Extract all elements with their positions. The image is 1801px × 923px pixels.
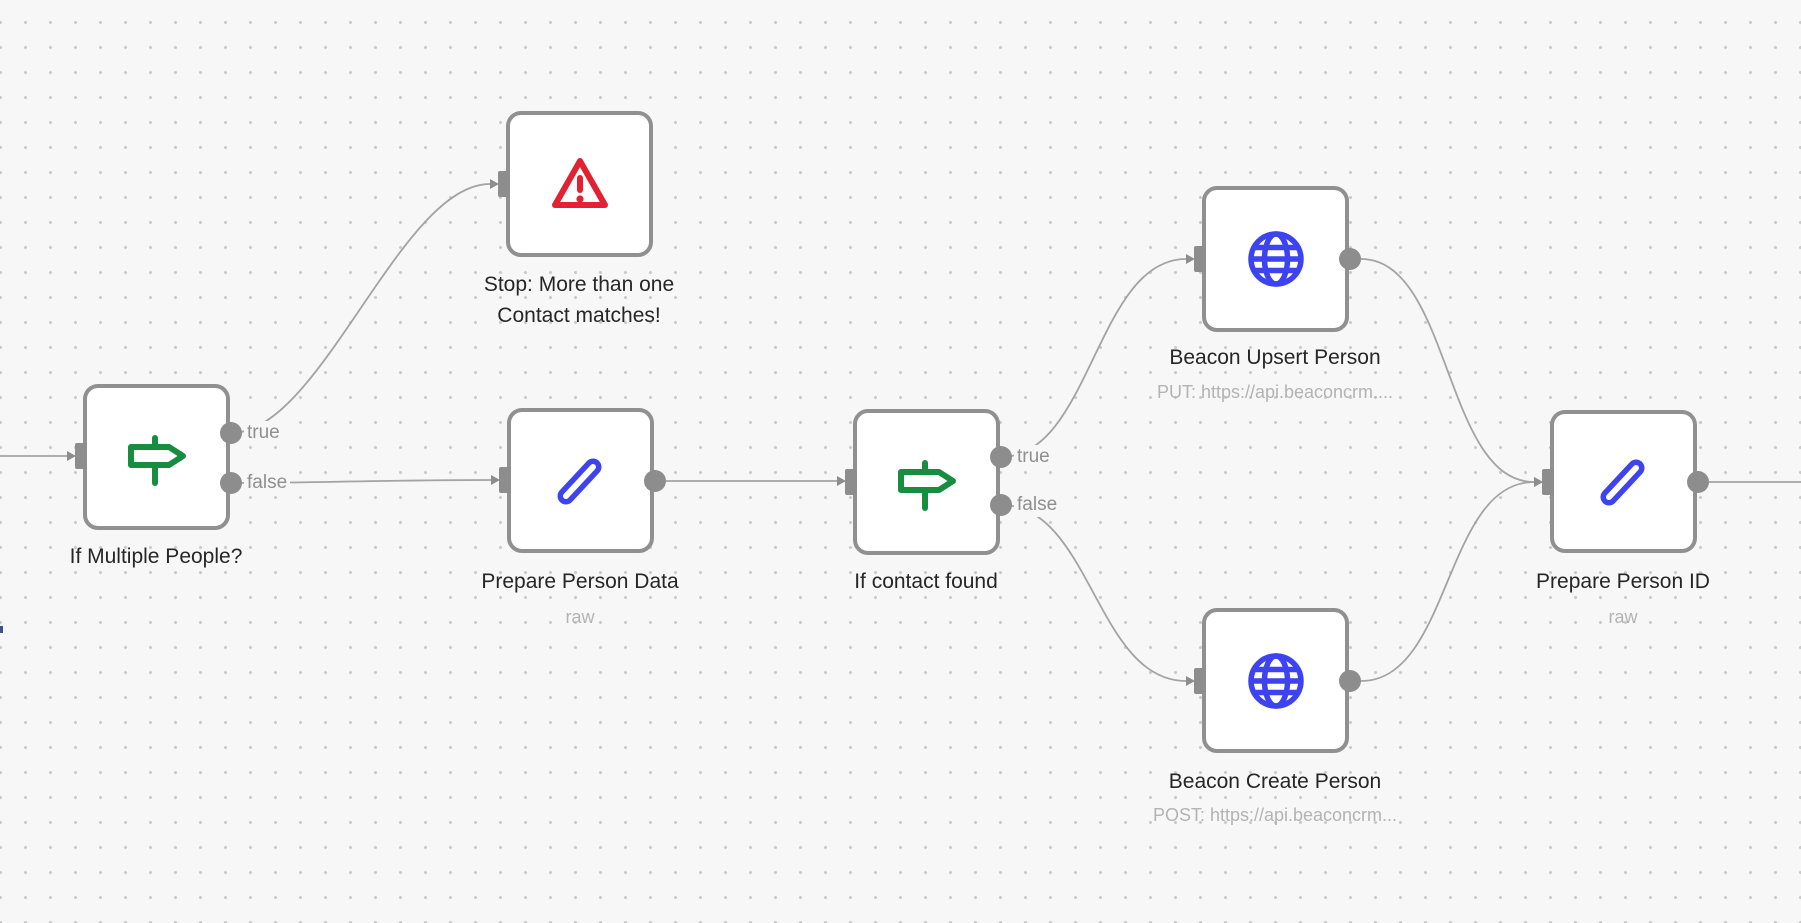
node-subtitle: raw (1608, 607, 1638, 627)
input-port[interactable] (498, 171, 510, 197)
node-title: Stop: More than one Contact matches! (483, 273, 675, 327)
globe-http-icon (1244, 649, 1308, 713)
offscreen-node-edge (0, 626, 3, 633)
output-port-false[interactable] (220, 472, 242, 494)
output-port-true[interactable] (220, 422, 242, 444)
input-port[interactable] (75, 443, 87, 469)
node-subtitle: POST: https://api.beaconcrm... (1152, 805, 1398, 825)
output-label-false: false (1014, 493, 1061, 517)
pen-edit-icon (1592, 450, 1656, 514)
node-title: Prepare Person Data (481, 570, 679, 593)
node-title: If Multiple People? (69, 545, 243, 568)
output-label-true: true (1014, 445, 1053, 469)
connection-if-contact-false-to-create[interactable] (1000, 504, 1195, 686)
node-title: Beacon Create Person (1168, 770, 1382, 793)
output-port-true[interactable] (990, 446, 1012, 468)
connection-if-contact-true-to-upsert[interactable] (1000, 254, 1195, 458)
input-port[interactable] (1542, 469, 1554, 495)
node-subtitle: PUT: https://api.beaconcrm.... (1156, 382, 1394, 402)
node-title: Beacon Upsert Person (1169, 346, 1381, 369)
node-if-contact-found[interactable] (853, 409, 1000, 555)
output-port[interactable] (1687, 471, 1709, 493)
connection-create-to-prepare-id[interactable] (1360, 477, 1543, 682)
connection-if-multiple-true-to-stop[interactable] (230, 179, 499, 434)
output-label-true: true (244, 421, 283, 445)
output-port[interactable] (1339, 248, 1361, 270)
input-port[interactable] (1194, 668, 1206, 694)
input-port[interactable] (1194, 246, 1206, 272)
connection-upsert-to-prepare-id[interactable] (1360, 258, 1543, 487)
signpost-if-icon (125, 425, 189, 489)
node-title: If contact found (854, 570, 998, 593)
node-if-multiple-people[interactable] (83, 384, 230, 530)
pen-edit-icon (549, 449, 613, 513)
node-title: Prepare Person ID (1536, 570, 1710, 593)
output-label-false: false (244, 471, 291, 495)
node-stop-more-than-one[interactable] (506, 111, 653, 257)
output-port[interactable] (644, 470, 666, 492)
node-prepare-person-id[interactable] (1550, 410, 1697, 553)
node-beacon-create-person[interactable] (1202, 608, 1349, 753)
input-port[interactable] (845, 469, 857, 495)
output-port-false[interactable] (990, 494, 1012, 516)
node-beacon-upsert-person[interactable] (1202, 186, 1349, 332)
warning-triangle-icon (548, 152, 612, 216)
node-subtitle: raw (565, 607, 595, 627)
signpost-if-icon (895, 450, 959, 514)
input-port[interactable] (499, 467, 511, 493)
globe-http-icon (1244, 227, 1308, 291)
node-prepare-person-data[interactable] (507, 408, 654, 553)
output-port[interactable] (1339, 670, 1361, 692)
